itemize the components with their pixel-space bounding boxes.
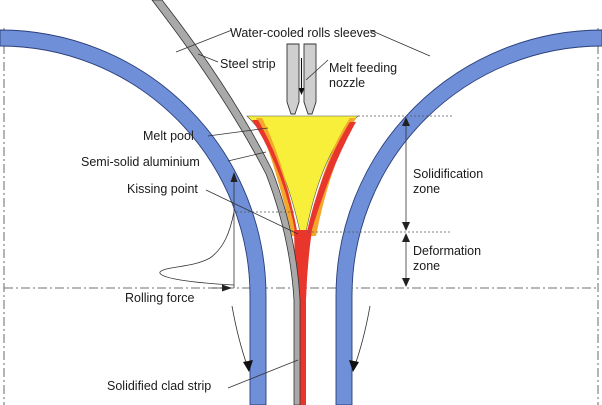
leader-sleeve-right bbox=[369, 29, 431, 57]
leader-melt-pool bbox=[207, 127, 269, 137]
solidification-zone-dimension bbox=[402, 117, 410, 231]
melt-feeding-nozzle bbox=[286, 43, 317, 115]
label-rolling-force: Rolling force bbox=[125, 291, 195, 305]
label-deformation-2: zone bbox=[413, 259, 440, 273]
labels: Water-cooled rolls sleeves Steel strip M… bbox=[81, 26, 483, 393]
solid-shell-right bbox=[306, 122, 356, 236]
left-roll-sleeve bbox=[0, 29, 267, 405]
leader-kissing-point bbox=[205, 189, 299, 235]
label-kissing-point: Kissing point bbox=[127, 182, 198, 196]
leader-solidified-clad bbox=[227, 359, 299, 389]
label-melt-feeding-2: nozzle bbox=[329, 76, 365, 90]
label-melt-feeding-1: Melt feeding bbox=[329, 61, 397, 75]
rolling-force-arrow-head bbox=[222, 284, 232, 292]
label-water-cooled-sleeves: Water-cooled rolls sleeves bbox=[230, 26, 376, 40]
right-roll-sleeve bbox=[335, 29, 602, 405]
rolling-force-axis-arrow bbox=[230, 172, 238, 182]
leader-lines bbox=[175, 29, 431, 389]
label-steel-strip: Steel strip bbox=[220, 57, 276, 71]
left-roll-rotation-arrow bbox=[231, 305, 253, 372]
label-semi-solid-aluminium: Semi-solid aluminium bbox=[81, 155, 200, 169]
right-roll-rotation-arrow bbox=[349, 305, 371, 372]
leader-nozzle bbox=[305, 59, 329, 81]
deformation-zone-dimension bbox=[402, 233, 410, 287]
label-melt-pool: Melt pool bbox=[143, 129, 194, 143]
label-solidification-1: Solidification bbox=[413, 167, 483, 181]
semi-solid-aluminium-right bbox=[308, 118, 356, 236]
rolling-force-curve bbox=[159, 211, 235, 286]
leader-steel-strip bbox=[197, 53, 219, 63]
rolling-force-graph bbox=[159, 172, 238, 292]
leader-sleeve-left bbox=[175, 29, 233, 53]
label-solidification-2: zone bbox=[413, 182, 440, 196]
melt-flow-arrow-head bbox=[298, 88, 305, 95]
steel-strip bbox=[151, 0, 301, 405]
semi-solid-aluminium-left bbox=[256, 118, 298, 236]
label-deformation-1: Deformation bbox=[413, 244, 481, 258]
leader-semi-solid bbox=[227, 151, 267, 162]
label-solidified-clad-strip: Solidified clad strip bbox=[107, 379, 211, 393]
